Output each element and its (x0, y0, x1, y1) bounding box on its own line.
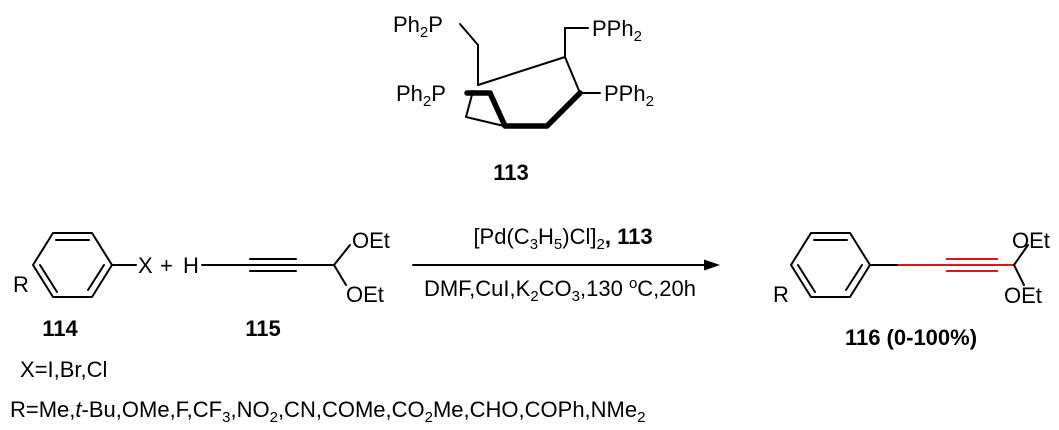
double-bond (797, 264, 816, 293)
conditions-below: DMF,CuI,K2CO3,130 oC,20h (424, 275, 696, 305)
oet-top-116: OEt (1012, 228, 1050, 253)
bond-to-oet (1013, 244, 1029, 266)
double-bond (87, 264, 105, 291)
bond-to-oet (333, 244, 351, 266)
bond (477, 56, 566, 86)
ph2p-top-left: Ph2P (393, 12, 443, 41)
bond (465, 116, 505, 127)
plus-sign: + (160, 253, 173, 278)
h-atom: H (183, 253, 199, 278)
reactant-115-label: 115 (245, 316, 281, 341)
r-substituents: R=Me,t-Bu,OMe,F,CF3,NO2,CN,COMe,CO2Me,CH… (10, 397, 645, 426)
arrow-head (704, 259, 720, 271)
alkyne-115 (201, 244, 351, 286)
r-group-114: R (13, 272, 29, 297)
oet-bottom-116: OEt (1004, 283, 1042, 308)
conditions-above: [Pd(C3H5)Cl]2, 113 (473, 224, 652, 253)
x-group: X (138, 253, 153, 278)
ring (32, 232, 113, 298)
bond (459, 23, 479, 46)
bond-to-oet (333, 264, 347, 286)
alkyne-116-highlight (869, 244, 1029, 286)
pph2-top-right: PPh2 (592, 16, 642, 45)
product-116-label: 116 (0-100%) (845, 325, 977, 350)
ring (790, 232, 871, 298)
bond (564, 56, 581, 94)
reactant-114-label: 114 (42, 316, 78, 341)
benzene-ring-114 (32, 232, 137, 298)
r-group-116: R (773, 282, 789, 307)
oet-top-115: OEt (352, 228, 390, 253)
ph2p-mid-left: Ph2P (396, 81, 446, 110)
bold-backbone (464, 90, 583, 129)
bond-to-oet (1013, 264, 1025, 286)
ligand-113-structure (459, 23, 601, 129)
benzene-ring-116 (790, 232, 871, 298)
x-substituents: X=I,Br,Cl (20, 357, 107, 382)
double-bond (845, 264, 863, 291)
oet-bottom-115: OEt (346, 282, 384, 307)
ligand-label: 113 (493, 160, 529, 185)
double-bond (39, 264, 58, 293)
pph2-mid-right: PPh2 (604, 81, 654, 110)
